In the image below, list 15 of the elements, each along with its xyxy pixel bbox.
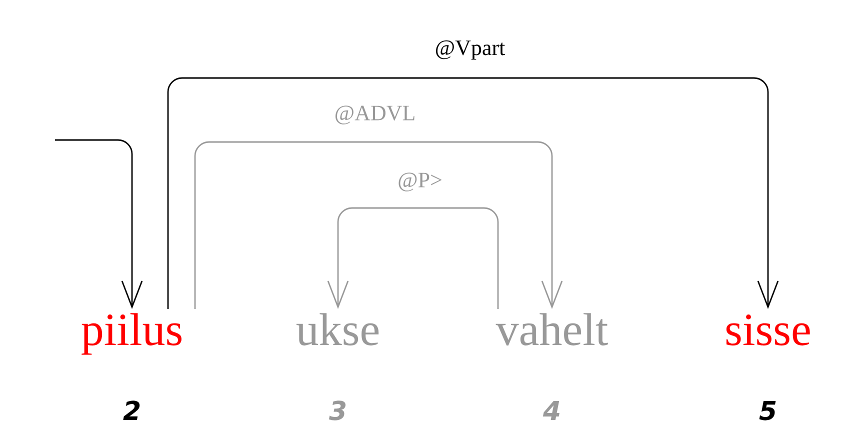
arrow xyxy=(327,207,499,309)
word: sisse xyxy=(726,314,810,346)
word-number: 3 xyxy=(328,400,346,420)
word-number: 4 xyxy=(542,401,560,420)
word: vahelt xyxy=(496,313,608,346)
edge-label: @Vpart xyxy=(436,40,506,60)
word: piilus xyxy=(82,313,182,355)
edge-label: @ADVL xyxy=(336,106,414,124)
arrow xyxy=(55,139,143,309)
arrow xyxy=(167,77,779,309)
edge-label: @P> xyxy=(398,172,442,192)
arrow xyxy=(194,141,563,309)
word-number: 5 xyxy=(759,401,776,420)
word: ukse xyxy=(296,313,379,346)
word-number: 2 xyxy=(123,400,140,420)
